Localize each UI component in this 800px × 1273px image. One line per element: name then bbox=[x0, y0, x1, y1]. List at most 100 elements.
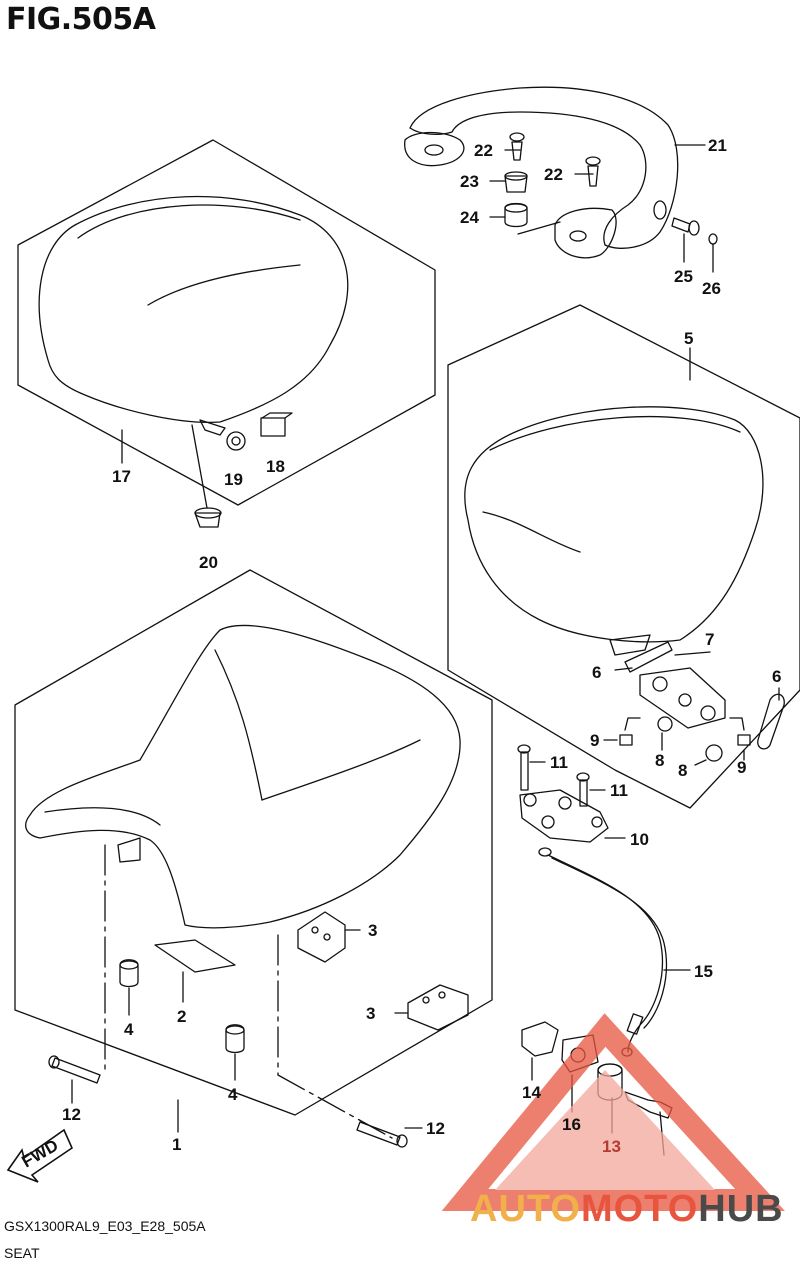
part-7-hole-b bbox=[678, 693, 692, 707]
part-12b-bolt bbox=[356, 1121, 401, 1146]
callout-4b: 4 bbox=[228, 1085, 238, 1104]
part-14-clip bbox=[521, 1021, 559, 1057]
pillion-seat-hook bbox=[609, 634, 651, 656]
callout-3b: 3 bbox=[366, 1004, 375, 1023]
figure-title: FIG.505A bbox=[6, 2, 156, 37]
part-10-hole-a bbox=[523, 793, 537, 807]
part-18-top bbox=[261, 412, 293, 419]
callout-20: 20 bbox=[199, 553, 218, 572]
callout-4a: 4 bbox=[124, 1020, 134, 1039]
part-18-pad bbox=[260, 417, 286, 437]
part-20-flange bbox=[194, 507, 222, 519]
part-4a-damper bbox=[119, 959, 139, 988]
rider-seat-group bbox=[14, 569, 493, 1148]
pillion-cover-crease bbox=[147, 264, 301, 306]
part-24-cushion bbox=[504, 202, 528, 228]
part-12b-head bbox=[396, 1134, 408, 1148]
part-7-hole-c bbox=[700, 705, 716, 721]
group-outline-17 bbox=[17, 139, 436, 506]
callout-1: 1 bbox=[172, 1135, 181, 1154]
callout-7: 7 bbox=[705, 630, 714, 649]
callout-18: 18 bbox=[266, 457, 285, 476]
group-outline-1 bbox=[14, 569, 493, 1116]
pillion-cover-17 bbox=[38, 195, 349, 424]
part-3b-hole-b bbox=[438, 991, 446, 999]
callout-19: 19 bbox=[224, 470, 243, 489]
part-25-head bbox=[688, 220, 700, 236]
callout-labels: 1 2 3 3 4 4 5 6 6 7 8 8 9 9 10 11 11 12 … bbox=[62, 136, 781, 1156]
part-24-top bbox=[504, 203, 528, 213]
leader-7 bbox=[674, 651, 711, 656]
pillion-seat-group bbox=[447, 304, 800, 809]
pillion-cover-edge bbox=[77, 204, 301, 239]
callout-22a: 22 bbox=[474, 141, 493, 160]
pillion-cover-tab bbox=[199, 419, 226, 436]
callout-17: 17 bbox=[112, 467, 131, 486]
part-22a-bolt bbox=[511, 141, 523, 161]
part-4a-top bbox=[119, 960, 139, 970]
part-10-hole-b bbox=[541, 815, 555, 829]
watermark-part2: MOTO bbox=[580, 1188, 699, 1230]
part-3b-bumper bbox=[407, 984, 469, 1031]
callout-16: 16 bbox=[562, 1115, 581, 1134]
callout-11b: 11 bbox=[610, 781, 628, 800]
forward-arrow-icon: FWD bbox=[6, 1128, 74, 1183]
cable-end-top bbox=[538, 847, 552, 857]
rider-seat-step bbox=[44, 807, 161, 826]
part-20-guideline bbox=[191, 424, 208, 509]
part-3a-hole-a bbox=[311, 926, 319, 934]
callout-8b: 8 bbox=[678, 761, 687, 780]
callout-14: 14 bbox=[522, 1083, 541, 1102]
callout-26: 26 bbox=[702, 279, 721, 298]
part-7-plate bbox=[639, 667, 726, 729]
watermark-logo bbox=[441, 1013, 785, 1211]
rail-guideline bbox=[517, 221, 561, 235]
pillion-seat-5 bbox=[464, 406, 764, 643]
grab-rail-right-hole bbox=[569, 230, 587, 242]
grab-rail-left-foot bbox=[404, 131, 465, 167]
callout-21: 21 bbox=[708, 136, 727, 155]
callout-9b: 9 bbox=[737, 758, 746, 777]
part-9b-nut bbox=[737, 734, 751, 746]
part-19-grommet bbox=[226, 431, 246, 451]
callout-6a: 6 bbox=[592, 663, 601, 682]
callout-12b: 12 bbox=[426, 1119, 445, 1138]
callout-22b: 22 bbox=[544, 165, 563, 184]
guide-9a bbox=[624, 717, 641, 731]
part-22b-head bbox=[585, 156, 601, 166]
part-10-hole-c bbox=[558, 796, 572, 810]
footer-code: GSX1300RAL9_E03_E28_505A bbox=[4, 1218, 206, 1234]
rider-seat-crease-a bbox=[214, 649, 263, 801]
part-11a-bolt bbox=[520, 751, 529, 791]
lock-bracket-group bbox=[517, 744, 626, 843]
callout-25: 25 bbox=[674, 267, 693, 286]
callout-3a: 3 bbox=[368, 921, 377, 940]
part-20-bushing bbox=[194, 512, 221, 528]
leader-6a bbox=[614, 667, 633, 671]
part-23-top bbox=[504, 171, 528, 181]
callout-6b: 6 bbox=[772, 667, 781, 686]
watermark-text: AUTOMOTOHUB bbox=[470, 1188, 784, 1231]
grab-rail-side-boss bbox=[653, 200, 667, 220]
callout-5: 5 bbox=[684, 329, 693, 348]
grab-rail-right-foot bbox=[554, 207, 617, 259]
group-outline-5 bbox=[447, 304, 800, 809]
callout-23: 23 bbox=[460, 172, 479, 191]
part-15-cable-outer bbox=[551, 857, 668, 1029]
rider-seat-crease-b bbox=[261, 739, 421, 801]
part-4b-damper bbox=[225, 1024, 245, 1054]
part-8b-grommet bbox=[705, 744, 723, 762]
part-22a-head bbox=[509, 132, 525, 142]
part-11a-head bbox=[517, 744, 531, 754]
part-23-collar bbox=[504, 175, 528, 193]
callout-8a: 8 bbox=[655, 751, 664, 770]
part-10-bracket bbox=[519, 789, 609, 843]
rider-seat-1 bbox=[25, 624, 461, 929]
part-2-pad bbox=[154, 939, 236, 973]
part-19-hole bbox=[231, 436, 241, 446]
part-25-screw bbox=[671, 217, 691, 233]
callout-15: 15 bbox=[694, 962, 713, 981]
part-7-hole-a bbox=[652, 676, 668, 692]
callout-11a: 11 bbox=[550, 753, 568, 772]
callout-9a: 9 bbox=[590, 731, 599, 750]
